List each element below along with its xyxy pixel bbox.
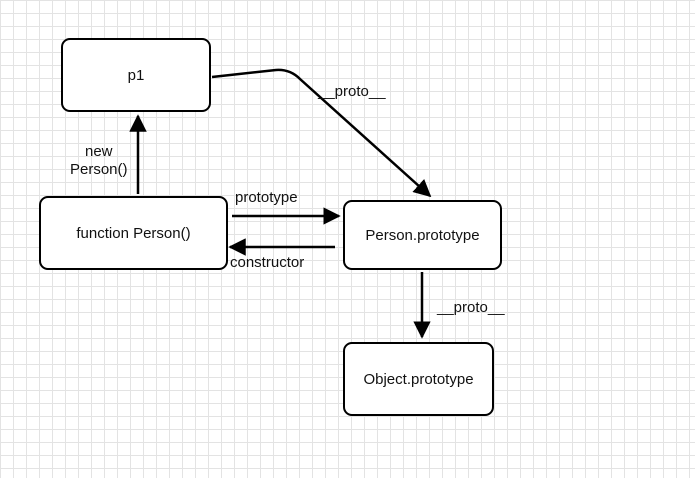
object-prototype-node[interactable]: Object.prototype <box>343 342 494 416</box>
new-person-label-line1: new <box>85 143 113 160</box>
new-person-label: new Person() <box>70 143 128 179</box>
person-prototype-node[interactable]: Person.prototype <box>343 200 502 270</box>
p1-proto-arrow <box>211 68 432 198</box>
function-person-node[interactable]: function Person() <box>39 196 228 270</box>
new-person-label-line2: Person() <box>70 161 128 178</box>
constructor-label: constructor <box>230 254 305 271</box>
p1-proto-label: __proto__ <box>318 83 386 100</box>
p1-node-label: p1 <box>127 66 145 84</box>
person-proto-label: __proto__ <box>437 299 505 316</box>
function-person-node-label: function Person() <box>76 224 191 242</box>
p1-node[interactable]: p1 <box>61 38 211 112</box>
person-prototype-node-label: Person.prototype <box>365 226 480 244</box>
prototype-label: prototype <box>235 189 298 206</box>
object-prototype-node-label: Object.prototype <box>363 370 474 388</box>
